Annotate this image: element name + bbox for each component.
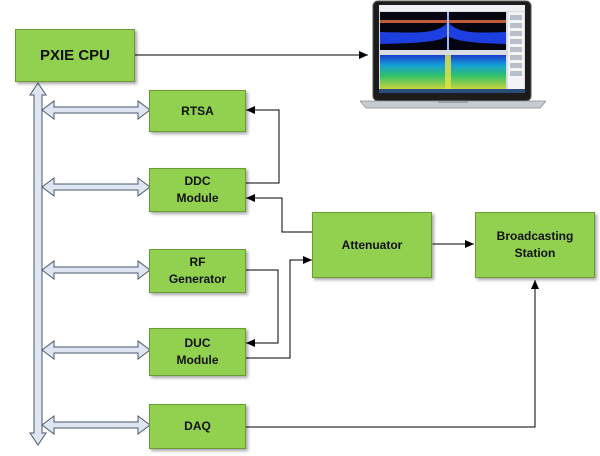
rf-generator-block: RF Generator xyxy=(149,249,246,293)
pxie-cpu-block: PXIE CPU xyxy=(15,29,135,82)
pxie-bus-arrow xyxy=(29,82,47,446)
laptop-icon xyxy=(360,0,546,109)
bus-tap-rfgen xyxy=(41,260,151,280)
bus-tap-ddc xyxy=(41,177,151,197)
bus-tap-daq xyxy=(41,415,151,435)
bus-tap-rtsa xyxy=(41,100,151,120)
ddc-module-block: DDC Module xyxy=(149,168,246,212)
daq-station-line xyxy=(237,280,539,431)
attenuator-to-ddc-line xyxy=(246,194,312,233)
rfgen-to-duc-line xyxy=(246,269,279,347)
daq-block: DAQ xyxy=(149,404,246,449)
ddc-to-rtsa-line xyxy=(246,106,280,184)
broadcasting-station-block: Broadcasting Station xyxy=(475,212,595,278)
attenuator-block: Attenuator xyxy=(312,212,432,278)
bus-tap-duc xyxy=(41,340,151,360)
duc-module-block: DUC Module xyxy=(149,328,246,376)
rtsa-block: RTSA xyxy=(149,90,246,132)
